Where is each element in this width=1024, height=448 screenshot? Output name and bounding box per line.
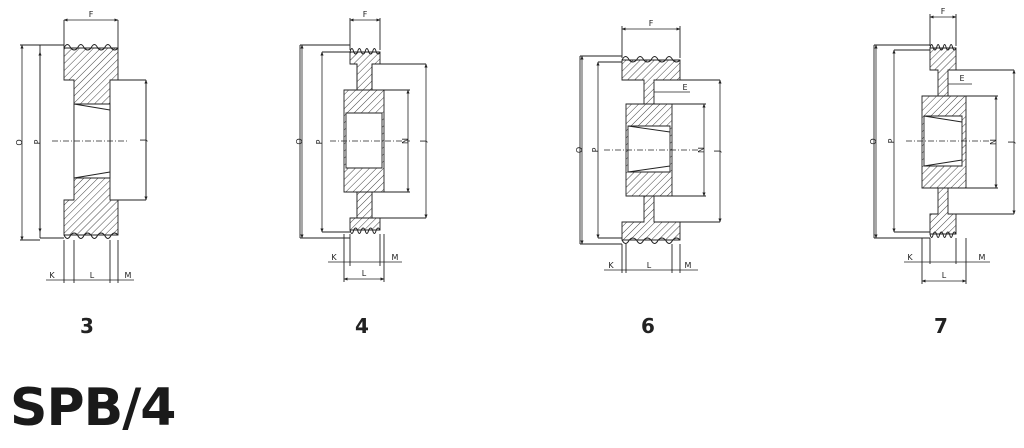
label-k: K <box>49 271 55 280</box>
label-p: P <box>887 138 896 143</box>
label-m: M <box>392 253 399 262</box>
line <box>923 159 963 167</box>
label-j: J <box>1007 141 1016 144</box>
line <box>627 125 671 133</box>
figure-4: O P N J F K M L 4 <box>295 10 428 338</box>
belt-grooves <box>349 227 381 234</box>
belt-grooves <box>63 44 119 51</box>
belt-grooves <box>929 231 957 238</box>
label-n: N <box>401 138 410 144</box>
label-l: L <box>647 261 652 270</box>
hatched-section <box>345 112 383 169</box>
figure-number: 7 <box>934 314 948 338</box>
hatched-section <box>621 195 681 241</box>
label-l: L <box>90 271 95 280</box>
label-f: F <box>649 19 654 28</box>
line <box>73 171 111 179</box>
hatched-section <box>73 103 111 179</box>
label-k: K <box>608 261 614 270</box>
label-l: L <box>362 269 367 278</box>
label-m: M <box>979 253 986 262</box>
hatched-section <box>929 47 957 97</box>
label-p: P <box>591 147 600 152</box>
label-p: P <box>315 139 324 144</box>
label-j: J <box>419 140 428 143</box>
belt-grooves <box>349 48 381 55</box>
figure-number: 4 <box>355 314 369 338</box>
belt-grooves <box>929 44 957 51</box>
label-f: F <box>89 10 94 19</box>
hatched-section <box>349 51 381 91</box>
label-o: O <box>869 138 878 144</box>
label-j: J <box>713 150 722 153</box>
label-o: O <box>575 147 584 153</box>
label-m: M <box>685 261 692 270</box>
belt-grooves <box>621 237 681 244</box>
belt-grooves <box>621 56 681 63</box>
label-k: K <box>331 253 337 262</box>
page-title: SPB/4 <box>10 378 176 438</box>
hatched-section <box>621 59 681 105</box>
line <box>923 115 963 123</box>
line <box>627 165 671 173</box>
line <box>73 103 111 111</box>
hatched-section <box>929 187 957 235</box>
label-f: F <box>363 10 368 19</box>
figure-7: O P N J F E K M L 7 <box>869 7 1016 338</box>
label-e: E <box>959 74 964 83</box>
hatched-section <box>627 125 671 173</box>
label-o: O <box>15 139 24 145</box>
figure-6: O P N J F E K L M 6 <box>575 19 722 338</box>
label-k: K <box>907 253 913 262</box>
label-o: O <box>295 138 304 144</box>
label-m: M <box>125 271 132 280</box>
hatched-section <box>356 191 373 219</box>
label-n: N <box>989 139 998 145</box>
figure-number: 3 <box>80 314 94 338</box>
label-e: E <box>682 83 687 92</box>
label-p: P <box>33 139 42 144</box>
label-f: F <box>941 7 946 16</box>
label-n: N <box>697 147 706 153</box>
label-j: J <box>139 139 148 142</box>
figure-3: O P J F K L M 3 <box>15 10 148 338</box>
figure-number: 6 <box>641 314 655 338</box>
label-l: L <box>942 271 947 280</box>
belt-grooves <box>63 232 119 239</box>
